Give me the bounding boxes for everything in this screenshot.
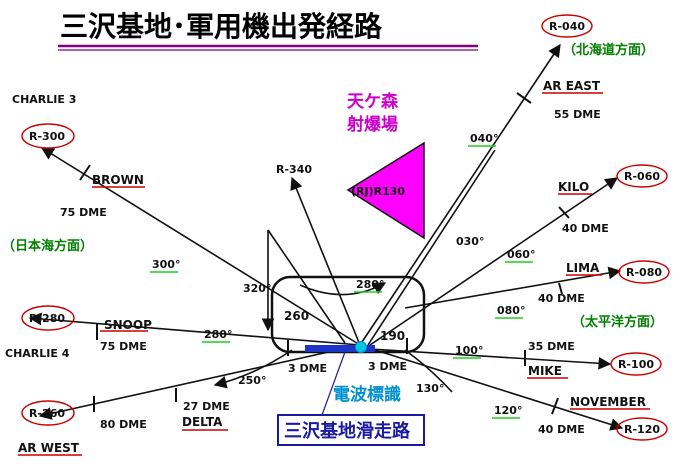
fix-brown: BROWN bbox=[92, 173, 144, 187]
fix-ar-west-dme: 80 DME bbox=[100, 418, 147, 431]
route-r320-loop bbox=[268, 229, 346, 344]
route-r280 bbox=[28, 312, 361, 346]
radio-station bbox=[355, 341, 367, 353]
region-pacific: （太平洋方面） bbox=[572, 314, 663, 330]
route-r060 bbox=[369, 177, 619, 346]
fix-lima-dme: 40 DME bbox=[538, 292, 585, 305]
fix-ar-east: AR EAST bbox=[543, 79, 601, 93]
radial-r340: R-340 bbox=[276, 163, 312, 176]
range-name-line1: 天ケ森 bbox=[347, 91, 399, 112]
radial-r260: R-260 bbox=[29, 407, 65, 420]
route-r280-loop bbox=[299, 282, 387, 296]
region-hokkaido: （北海道方面） bbox=[563, 42, 654, 58]
charlie4-label: CHARLIE 4 bbox=[5, 347, 70, 360]
radial-labels: R-040 R-300 R-060 R-080 R-280 R-100 R-26… bbox=[21, 14, 670, 441]
heading-320: 320° bbox=[243, 282, 271, 295]
heading-250: 250° bbox=[238, 374, 266, 387]
runway bbox=[305, 345, 375, 352]
tick-lima bbox=[558, 282, 563, 295]
tick-ar-east bbox=[516, 92, 532, 104]
fix-kilo: KILO bbox=[558, 180, 589, 194]
pattern-260: 260 bbox=[284, 309, 309, 323]
heading-120: 120° bbox=[494, 404, 522, 417]
tick-november bbox=[551, 397, 559, 415]
heading-080: 080° bbox=[497, 304, 525, 317]
fix-snoop-dme: 75 DME bbox=[100, 340, 147, 353]
page-title: 三沢基地･軍用機出発経路 bbox=[60, 10, 383, 43]
runway-leader bbox=[321, 351, 346, 416]
fix-november: NOVEMBER bbox=[570, 395, 646, 409]
heading-130: 130° bbox=[416, 382, 444, 395]
fix-lima: LIMA bbox=[566, 261, 600, 275]
radial-circle-r100 bbox=[610, 352, 662, 376]
route-r130-curve bbox=[404, 349, 453, 393]
fix-mike-dme: 35 DME bbox=[528, 340, 575, 353]
radial-circle-r040 bbox=[541, 14, 593, 38]
radial-r040: R-040 bbox=[549, 20, 585, 33]
radial-circle-r060 bbox=[616, 164, 668, 188]
pattern-3dme-right: 3 DME bbox=[368, 360, 407, 373]
heading-040: 040° bbox=[470, 132, 498, 145]
runway-label-box bbox=[277, 414, 425, 446]
radial-circle-r080 bbox=[618, 260, 670, 284]
radial-r280: R-280 bbox=[29, 312, 65, 325]
fix-names: AR EAST 55 DME BROWN 75 DME KILO 40 DME … bbox=[18, 79, 650, 456]
tick-brown bbox=[79, 164, 91, 181]
route-r300 bbox=[40, 147, 361, 346]
runway-label: 三沢基地滑走路 bbox=[284, 420, 411, 442]
fix-mike: MIKE bbox=[528, 364, 562, 378]
radial-r100: R-100 bbox=[618, 358, 654, 371]
charlie3-label: CHARLIE 3 bbox=[12, 93, 76, 106]
pattern-3dme-left: 3 DME bbox=[288, 362, 327, 375]
fix-delta-dme: 27 DME bbox=[183, 400, 230, 413]
heading-280: 280° bbox=[204, 328, 232, 341]
range-name-line2: 射爆場 bbox=[346, 114, 398, 135]
heading-060: 060° bbox=[507, 248, 535, 261]
route-r080 bbox=[404, 266, 622, 309]
fix-kilo-dme: 40 DME bbox=[562, 222, 609, 235]
fix-ticks bbox=[79, 92, 570, 415]
heading-labels: 040° 030° 060° 080° 100° 120° 130° 280° … bbox=[150, 132, 535, 419]
fix-brown-dme: 75 DME bbox=[60, 206, 107, 219]
radial-circle-r280 bbox=[21, 305, 75, 331]
tick-kilo bbox=[558, 206, 570, 219]
route-r100 bbox=[369, 348, 612, 370]
heading-030: 030° bbox=[456, 235, 484, 248]
radial-r080: R-080 bbox=[626, 266, 662, 279]
pattern-190: 190 bbox=[380, 329, 405, 343]
route-r120 bbox=[371, 348, 624, 431]
heading-300: 300° bbox=[152, 258, 180, 271]
fix-delta: DELTA bbox=[182, 415, 223, 429]
radial-circle-r120 bbox=[616, 417, 668, 441]
route-r030 bbox=[367, 149, 496, 346]
fix-november-dme: 40 DME bbox=[538, 423, 585, 436]
station-label: 電波標識 bbox=[333, 384, 401, 405]
radial-r060: R-060 bbox=[624, 170, 660, 183]
region-japan-sea: （日本海方面） bbox=[2, 238, 93, 254]
route-r040 bbox=[359, 43, 561, 346]
radial-circle-r260 bbox=[21, 400, 75, 426]
route-r340 bbox=[290, 176, 361, 346]
bombing-range-area bbox=[346, 141, 425, 240]
radial-r120: R-120 bbox=[624, 423, 660, 436]
heading-100: 100° bbox=[455, 344, 483, 357]
route-r250-curve bbox=[213, 349, 293, 389]
range-code: (RJ)R130 bbox=[351, 185, 405, 198]
fix-ar-east-dme: 55 DME bbox=[554, 108, 601, 121]
radial-circle-r300 bbox=[21, 123, 75, 149]
heading-280-inner: 280° bbox=[356, 278, 384, 291]
radial-r300: R-300 bbox=[29, 130, 65, 143]
fix-ar-west: AR WEST bbox=[18, 441, 80, 455]
fix-snoop: SNOOP bbox=[104, 318, 152, 332]
route-lines bbox=[28, 43, 624, 431]
